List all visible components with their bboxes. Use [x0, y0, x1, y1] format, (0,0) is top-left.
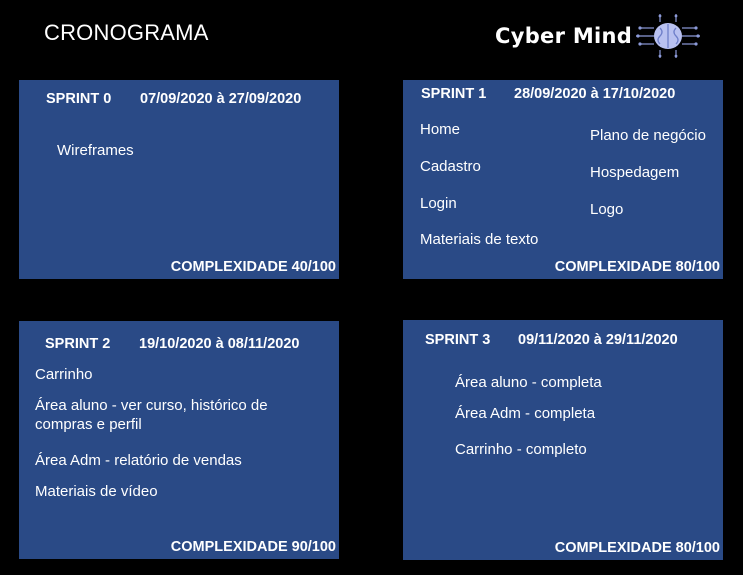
logo: Cyber Mind: [495, 14, 701, 58]
sprint-dates: 09/11/2020 à 29/11/2020: [518, 332, 678, 348]
complexity-label: COMPLEXIDADE 80/100: [554, 259, 720, 275]
task-item: Home: [420, 121, 461, 138]
sprint-name: SPRINT 2: [45, 336, 111, 352]
task-item: Área Adm - completa: [455, 405, 596, 422]
sprint-dates: 28/09/2020 à 17/10/2020: [514, 86, 676, 102]
logo-text: Cyber Mind: [495, 24, 633, 48]
task-item: Login: [420, 195, 457, 212]
task-item: Área aluno - completa: [455, 374, 602, 391]
complexity-label: COMPLEXIDADE 40/100: [170, 259, 336, 275]
sprint-name: SPRINT 1: [421, 86, 487, 102]
complexity-label: COMPLEXIDADE 80/100: [554, 540, 720, 556]
task-item: Área aluno - ver curso, histórico de com…: [35, 397, 268, 433]
sprint-card-3: SPRINT 3 09/11/2020 à 29/11/2020 Área al…: [403, 320, 723, 560]
brain-circuit-icon: [636, 14, 701, 58]
task-item: Materiais de vídeo: [35, 483, 158, 500]
task-item: Carrinho: [35, 366, 93, 383]
sprint-card-2: SPRINT 2 19/10/2020 à 08/11/2020 Carrinh…: [19, 321, 339, 559]
sprint-card-0: SPRINT 0 07/09/2020 à 27/09/2020 Wirefra…: [19, 80, 339, 279]
task-item: Plano de negócio: [590, 127, 706, 144]
task-item: Área Adm - relatório de vendas: [35, 452, 242, 469]
task-item: Logo: [590, 201, 624, 218]
sprint-dates: 19/10/2020 à 08/11/2020: [139, 336, 300, 352]
task-item: Hospedagem: [590, 164, 680, 181]
task-item: Carrinho - completo: [455, 441, 587, 458]
sprint-card-1: SPRINT 1 28/09/2020 à 17/10/2020 Home Ca…: [403, 80, 723, 279]
task-item: Wireframes: [57, 142, 134, 159]
sprint-dates: 07/09/2020 à 27/09/2020: [140, 91, 302, 107]
page-title: CRONOGRAMA: [44, 20, 209, 45]
task-item: Cadastro: [420, 158, 481, 175]
task-item: Materiais de texto: [420, 231, 539, 248]
sprint-name: SPRINT 0: [46, 91, 112, 107]
complexity-label: COMPLEXIDADE 90/100: [170, 539, 336, 555]
sprint-name: SPRINT 3: [425, 332, 491, 348]
